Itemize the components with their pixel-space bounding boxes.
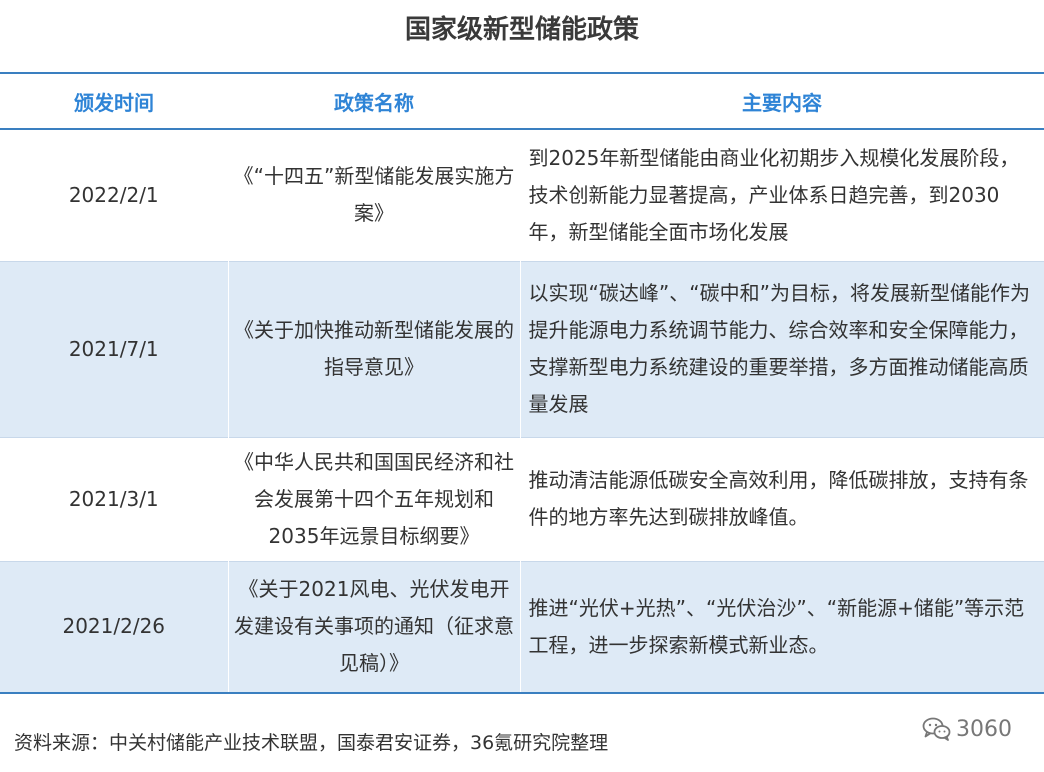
row-date: 2021/3/1 bbox=[68, 486, 159, 511]
table-row: 2021/3/1 《中华人民共和国国民经济和社会发展第十四个五年规划和2035年… bbox=[0, 437, 1044, 561]
watermark: 3060 bbox=[922, 712, 1012, 746]
table-header-row: 颁发时间 政策名称 主要内容 bbox=[0, 73, 1044, 129]
source-note: 资料来源：中关村储能产业技术联盟，国泰君安证券，36氪研究院整理 bbox=[14, 732, 609, 754]
header-policy-name: 政策名称 bbox=[334, 90, 414, 115]
row-date: 2021/7/1 bbox=[68, 336, 159, 361]
watermark-text: 3060 bbox=[956, 716, 1012, 742]
policy-table: 颁发时间 政策名称 主要内容 2022/2/1 《“十四五”新型储能发展实施方案… bbox=[0, 72, 1044, 694]
header-main-content: 主要内容 bbox=[742, 90, 822, 115]
row-content: 推动清洁能源低碳安全高效利用，降低碳排放，支持有条件的地方率先达到碳排放峰值。 bbox=[519, 437, 1044, 561]
table-row: 2021/2/26 《关于2021风电、光伏发电开发建设有关事项的通知（征求意见… bbox=[0, 561, 1044, 693]
row-policy-name: 《关于加快推动新型储能发展的指导意见》 bbox=[227, 261, 520, 437]
page-title: 国家级新型储能政策 bbox=[404, 15, 639, 45]
wechat-icon bbox=[922, 717, 951, 741]
row-policy-name: 《中华人民共和国国民经济和社会发展第十四个五年规划和2035年远景目标纲要》 bbox=[227, 437, 520, 561]
row-date: 2022/2/1 bbox=[68, 182, 159, 207]
row-policy-name: 《关于2021风电、光伏发电开发建设有关事项的通知（征求意见稿）》 bbox=[227, 561, 520, 693]
row-content: 推进“光伏+光热”、“光伏治沙”、“新能源+储能”等示范工程，进一步探索新模式新… bbox=[519, 561, 1044, 693]
row-content: 到2025年新型储能由商业化初期步入规模化发展阶段，技术创新能力显著提高，产业体… bbox=[519, 129, 1044, 261]
header-issue-date: 颁发时间 bbox=[74, 90, 154, 115]
policy-table-container: 颁发时间 政策名称 主要内容 2022/2/1 《“十四五”新型储能发展实施方案… bbox=[0, 72, 1044, 694]
row-policy-name: 《“十四五”新型储能发展实施方案》 bbox=[227, 129, 520, 261]
row-date: 2021/2/26 bbox=[62, 614, 166, 639]
row-content: 以实现“碳达峰”、“碳中和”为目标，将发展新型储能作为提升能源电力系统调节能力、… bbox=[519, 261, 1044, 437]
table-row: 2021/7/1 《关于加快推动新型储能发展的指导意见》 以实现“碳达峰”、“碳… bbox=[0, 261, 1044, 437]
table-row: 2022/2/1 《“十四五”新型储能发展实施方案》 到2025年新型储能由商业… bbox=[0, 129, 1044, 261]
